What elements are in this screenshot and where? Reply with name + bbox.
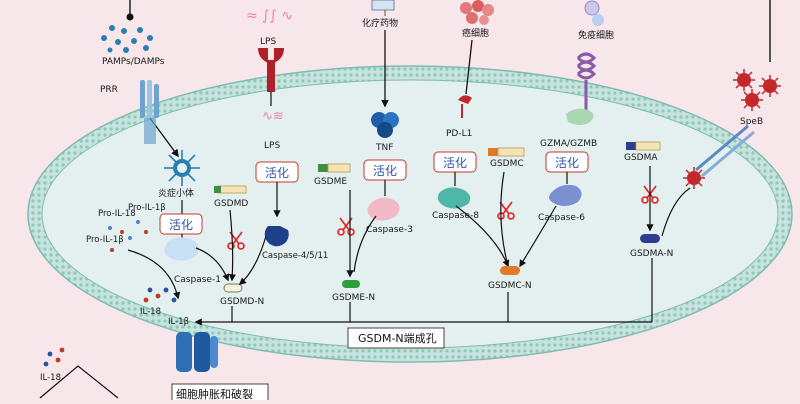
gsdmd-bar-icon xyxy=(217,185,247,194)
caspase4511-label: Caspase-4/5/11 xyxy=(262,251,328,261)
activate-label-3: 活化 xyxy=(373,164,397,178)
caspase3-arrow xyxy=(353,215,377,273)
gsdma-label: GSDMA xyxy=(624,153,658,163)
gsdma-n-label: GSDMA-N xyxy=(630,249,673,259)
immune-receptor-icon xyxy=(576,52,597,80)
caspase6-label: Caspase-6 xyxy=(538,213,585,223)
caspase8-label: Caspase-8 xyxy=(432,211,479,221)
gzm-label: GZMA/GZMB xyxy=(540,139,597,149)
gsdmc-bar-head xyxy=(488,148,498,156)
gsdmc-arrow xyxy=(500,171,509,267)
gsdm-bar-box xyxy=(347,327,445,349)
caspase3-icon xyxy=(367,197,400,221)
prr-receptor-icon xyxy=(140,80,159,118)
gsdma-n-icon xyxy=(640,234,660,243)
gsdmd-label: GSDMD xyxy=(214,199,248,209)
gsdme-n-icon xyxy=(342,280,360,288)
gsdmd-n-icon xyxy=(223,283,243,293)
tnf-icon xyxy=(371,112,399,138)
gsdmd-n-label: GSDMD-N xyxy=(220,297,264,307)
gsdmc-n-label: GSDMC-N xyxy=(488,281,532,291)
gsdma-bar-icon xyxy=(635,141,661,151)
caspase1-label: Caspase-1 xyxy=(174,275,221,285)
il18-label: IL-18 xyxy=(140,307,161,317)
lps-inner-label: LPS xyxy=(264,141,280,151)
caspase8-icon xyxy=(437,187,471,209)
il18-out-label: IL-18 xyxy=(40,373,61,383)
caspase1-arrow xyxy=(195,247,230,282)
pdl1-label: PD-L1 xyxy=(446,129,472,139)
lps-inner-icon: ∿≋ xyxy=(262,109,284,124)
caspase4511-icon xyxy=(264,226,289,247)
gsdme-bar-head xyxy=(318,164,328,172)
activate-label-1: 活化 xyxy=(169,218,193,232)
il18-out-lines xyxy=(39,365,119,399)
il18-out-dots-icon xyxy=(43,347,65,367)
activate-label-2: 活化 xyxy=(265,166,289,180)
gsdm-bar-label: GSDM-N端成孔 xyxy=(358,332,437,345)
gsdme-n-label: GSDME-N xyxy=(332,293,375,303)
pro-il1b-b-label: Pro-IL-1β xyxy=(86,235,124,245)
gsdmc-bar-icon xyxy=(497,147,525,157)
caspase8-arrow xyxy=(455,205,510,268)
pamps-icon xyxy=(101,0,153,53)
gsdmc-n-icon xyxy=(500,266,520,275)
swelling-label: 细胞肿胀和破裂 xyxy=(176,387,253,400)
activate-label-4: 活化 xyxy=(443,156,467,170)
caspase1-icon xyxy=(164,237,200,261)
gsdmd-bar-head xyxy=(214,186,221,193)
prr-inner-icon xyxy=(144,118,156,144)
activate-box-1 xyxy=(159,213,203,235)
pore-icon xyxy=(176,332,218,372)
tnf-label: TNF xyxy=(375,143,393,153)
pro-il-arrow xyxy=(127,249,181,300)
il-dots-icon xyxy=(143,287,177,303)
caspase3-label: Caspase-3 xyxy=(366,225,413,235)
cancer-cell-icon xyxy=(460,0,494,25)
pamps-label: PAMPs/DAMPs xyxy=(102,57,165,67)
lps-receptor-icon xyxy=(258,48,284,92)
caspase6-icon xyxy=(549,184,582,206)
gzm-icon xyxy=(566,108,594,125)
svg-text:≈ ∫∫ ∿: ≈ ∫∫ ∿ xyxy=(246,8,293,24)
gsdme-label: GSDME xyxy=(314,177,347,187)
activate-label-5: 活化 xyxy=(555,156,579,170)
virus-icon xyxy=(682,166,706,190)
pro-il18-label: Pro-IL-18 xyxy=(98,209,136,219)
gsdmd-arrow xyxy=(228,209,236,282)
chemo-drug-icon xyxy=(371,0,395,16)
pro-il1b-a-label: Pro-IL-1β xyxy=(128,203,166,213)
immune-cell-icon xyxy=(584,0,604,26)
pro-il-dots-icon xyxy=(108,220,148,252)
prr-label: PRR xyxy=(100,85,118,95)
gsdme-bar-icon xyxy=(327,163,351,173)
il1b-label: IL-1β xyxy=(168,317,189,327)
gsdma-bar-head xyxy=(626,142,636,150)
inflammasome-label: 炎症小体 xyxy=(158,187,194,199)
caspase4511-arrow xyxy=(238,235,267,285)
swelling-box xyxy=(171,383,269,404)
bacteria-icon: ≈ ∫∫ ∿ xyxy=(246,8,293,24)
immune-cell-label: 免疫细胞 xyxy=(578,29,614,41)
inflammasome-icon xyxy=(164,150,200,186)
gsdmc-label: GSDMC xyxy=(490,159,524,169)
bottom-connectors xyxy=(194,258,653,326)
lps-top-label: LPS xyxy=(260,37,276,47)
speb-receptor-icon xyxy=(695,124,755,178)
caspase6-arrow xyxy=(519,205,557,268)
chemo-label: 化疗药物 xyxy=(362,17,398,29)
cancer-cell-label: 癌细胞 xyxy=(462,27,489,39)
speb-label: SpeB xyxy=(740,117,763,127)
speb-arrow xyxy=(661,187,691,237)
cancer-link xyxy=(465,39,473,95)
pdl1-icon xyxy=(458,95,472,104)
